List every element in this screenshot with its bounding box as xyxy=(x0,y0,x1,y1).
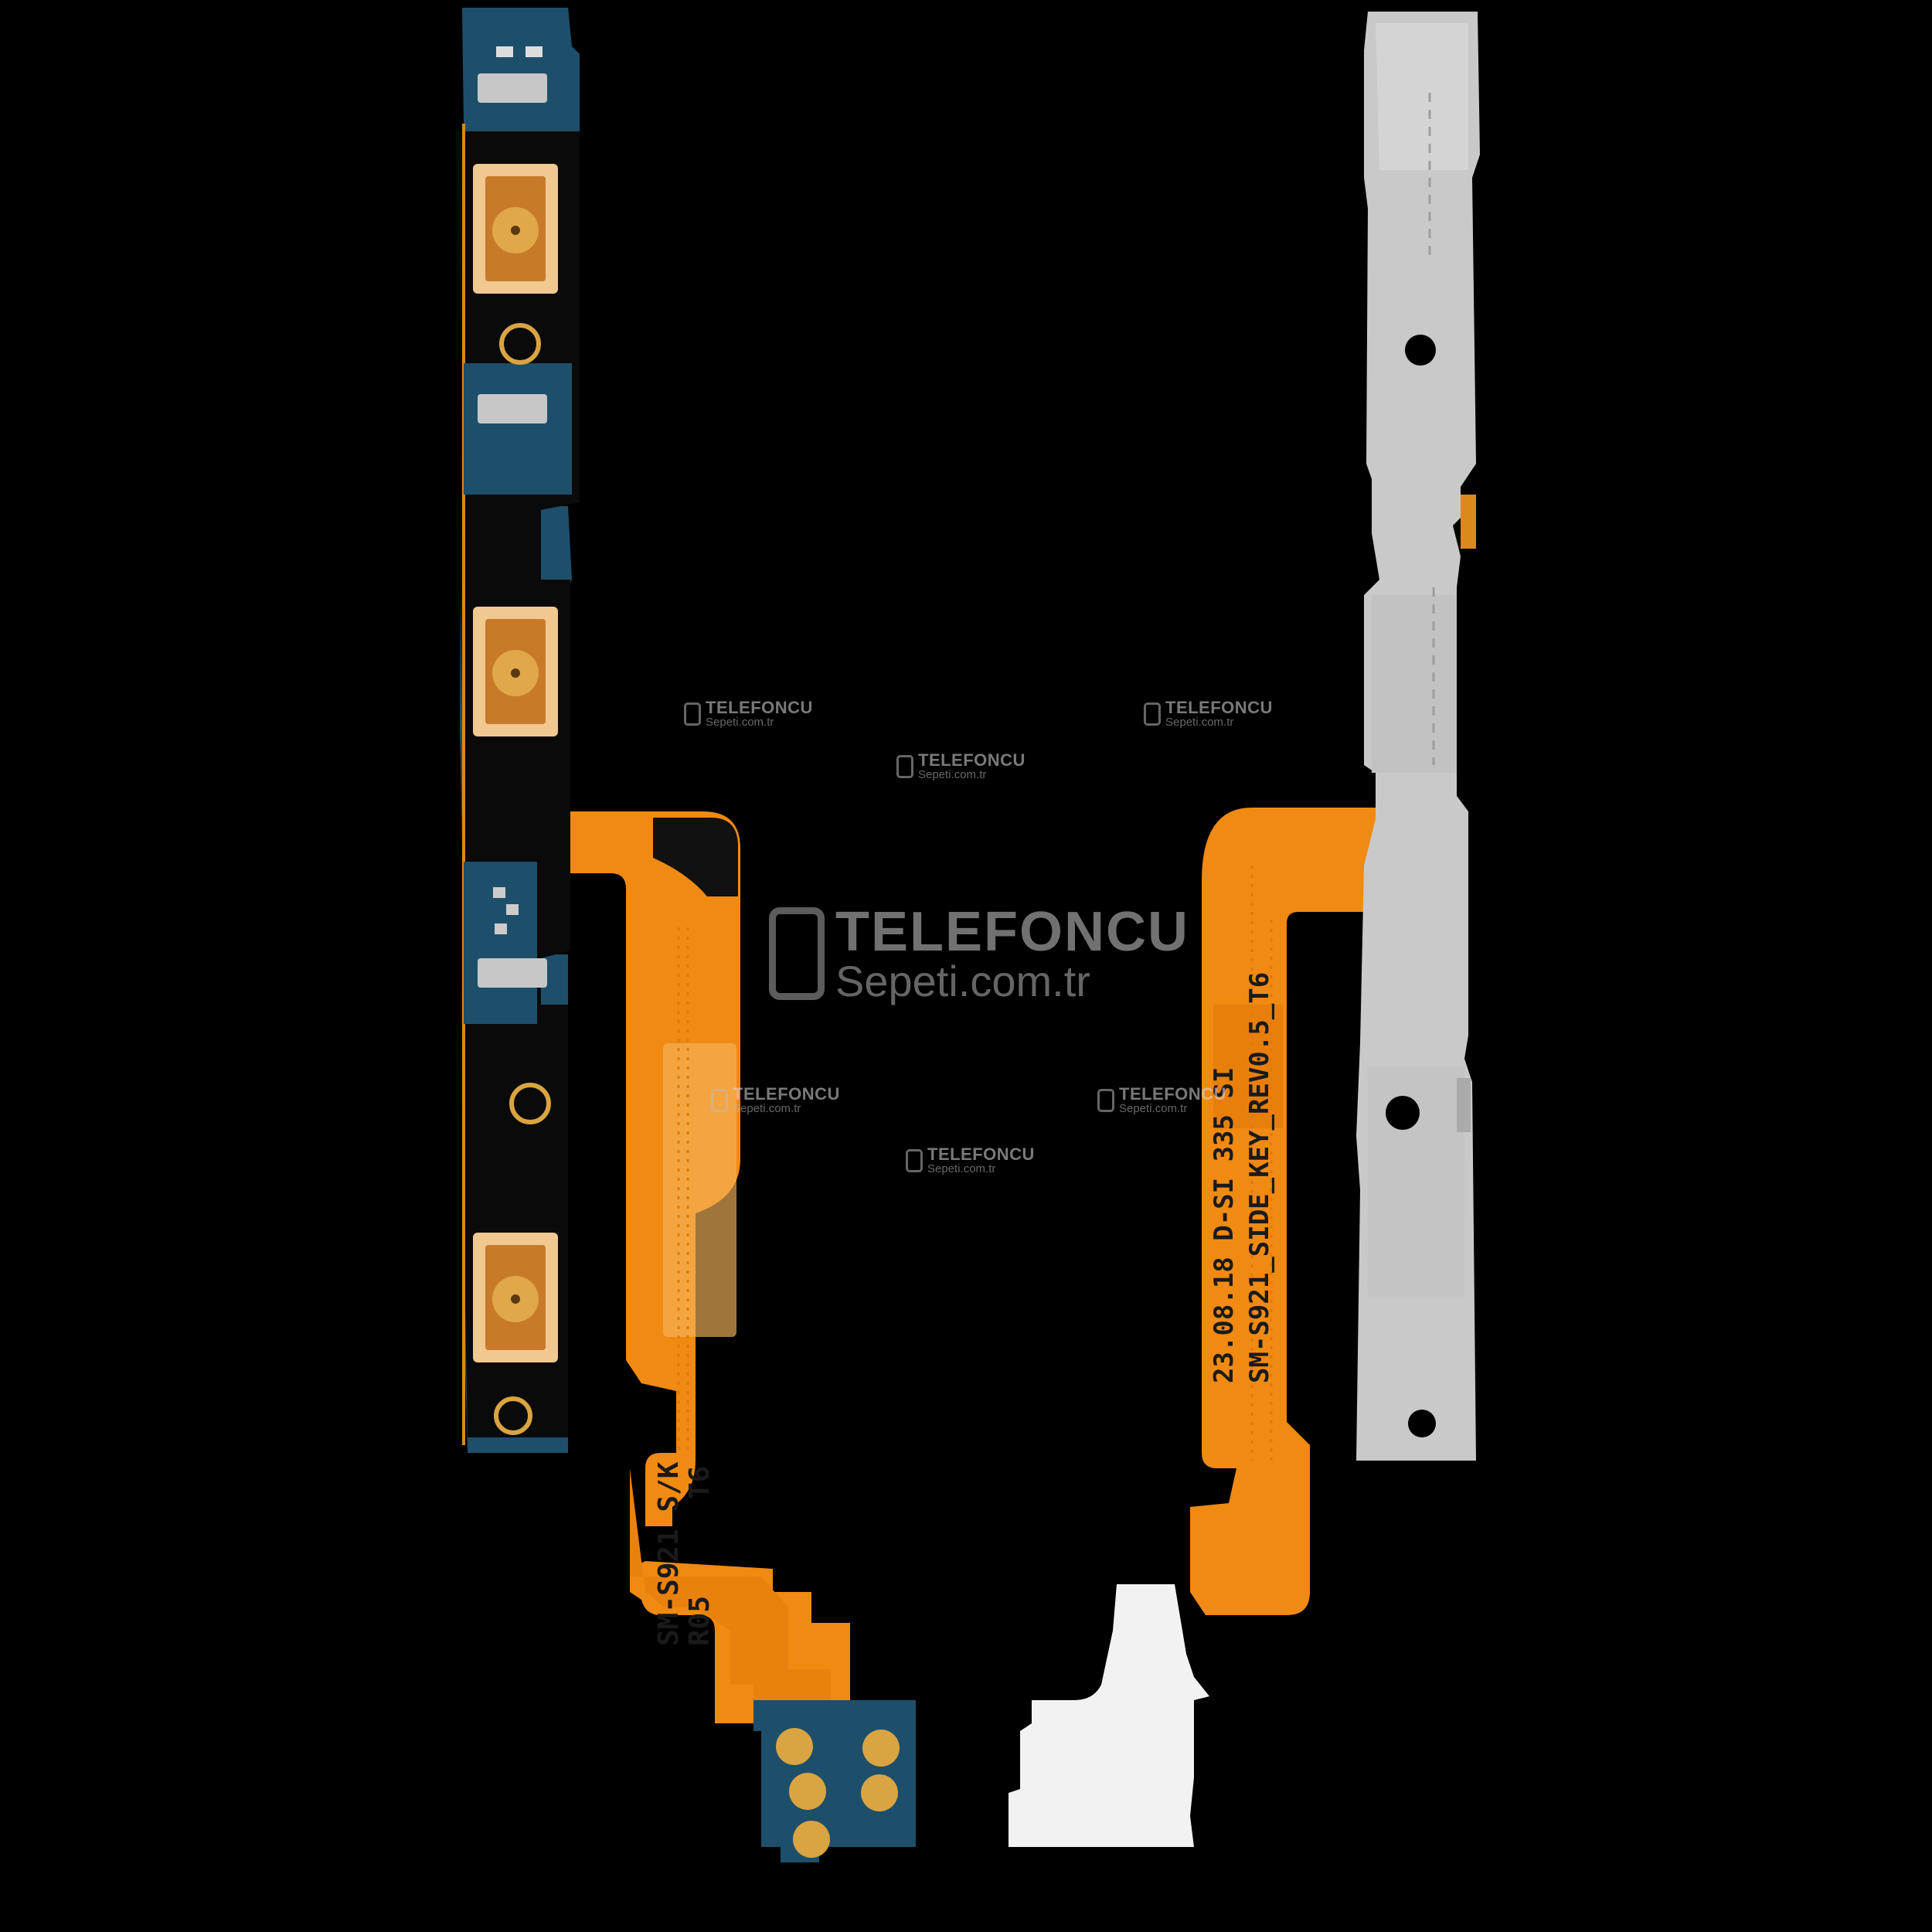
watermark-small-5: TELEFONCU Sepeti.com.tr xyxy=(1097,1086,1226,1114)
right-mount-hole-2 xyxy=(1386,1096,1420,1130)
watermark-main-brand: TELEFONCU xyxy=(835,901,1189,963)
left-orange-ribbon xyxy=(537,811,850,1723)
right-steel-bracket xyxy=(1356,12,1480,1461)
right-orange-ribbon xyxy=(1190,808,1406,1615)
contact-pad-1 xyxy=(776,1728,813,1765)
right-flex-cable: 23.08.18 D-SI 335 SI SM-S921_SIDE_KEY_RE… xyxy=(1009,12,1480,1847)
left-mount-hole-1 xyxy=(499,323,541,365)
watermark-brand: TELEFONCU xyxy=(927,1145,1035,1164)
left-silk-rev: R05 xyxy=(684,1596,716,1646)
left-tact-switch-3 xyxy=(473,1233,558,1362)
watermark-domain: Sepeti.com.tr xyxy=(1119,1102,1188,1115)
left-smd-components xyxy=(478,46,547,988)
right-silkscreen: 23.08.18 D-SI 335 SI SM-S921_SIDE_KEY_RE… xyxy=(1209,972,1275,1383)
watermark-main-domain: Sepeti.com.tr xyxy=(835,957,1090,1005)
watermark-brand: TELEFONCU xyxy=(1119,1084,1226,1104)
left-silk-model: SM-S921 S/K xyxy=(653,1461,685,1646)
watermark-phone-icon xyxy=(896,754,913,778)
watermark-brand: TELEFONCU xyxy=(733,1084,840,1104)
watermark-phone-icon xyxy=(1144,702,1161,726)
right-silk-date: 23.08.18 D-SI 335 SI xyxy=(1209,1067,1240,1383)
left-silk-code: T6 xyxy=(684,1466,716,1499)
right-white-pad xyxy=(1009,1584,1209,1847)
watermark-small-1: TELEFONCU Sepeti.com.tr xyxy=(684,699,813,728)
watermark-domain: Sepeti.com.tr xyxy=(918,768,987,781)
watermark-main-phone-icon xyxy=(769,907,825,1000)
left-contact-pad-board xyxy=(753,1700,916,1862)
watermark-small-4: TELEFONCU Sepeti.com.tr xyxy=(711,1086,840,1114)
right-mount-hole-3 xyxy=(1408,1410,1436,1437)
left-tact-switch-2 xyxy=(473,607,558,736)
watermark-domain: Sepeti.com.tr xyxy=(706,716,774,729)
left-flex-cable: SM-S921 S/K R05 T6 xyxy=(456,8,916,1862)
right-silk-model: SM-S921_SIDE_KEY_REV0.5_T6 xyxy=(1244,972,1275,1383)
watermark-domain: Sepeti.com.tr xyxy=(1165,716,1234,729)
watermark-domain: Sepeti.com.tr xyxy=(733,1102,801,1115)
watermark-phone-icon xyxy=(684,702,701,726)
contact-pad-2 xyxy=(862,1730,900,1767)
watermark-brand: TELEFONCU xyxy=(918,750,1026,770)
watermark-phone-icon xyxy=(711,1088,728,1112)
watermark-small-2: TELEFONCU Sepeti.com.tr xyxy=(1144,699,1273,728)
watermark-brand: TELEFONCU xyxy=(706,698,813,717)
left-mount-hole-2 xyxy=(509,1083,551,1124)
contact-pad-5 xyxy=(793,1821,830,1858)
watermark-phone-icon xyxy=(1097,1088,1114,1112)
left-tact-switch-1 xyxy=(473,164,558,294)
watermark-phone-icon xyxy=(906,1148,923,1172)
watermark-small-6: TELEFONCU Sepeti.com.tr xyxy=(906,1146,1035,1175)
watermark-main: TELEFONCU Sepeti.com.tr xyxy=(769,904,1189,1003)
contact-pad-4 xyxy=(861,1774,898,1811)
watermark-small-3: TELEFONCU Sepeti.com.tr xyxy=(896,752,1026,781)
watermark-brand: TELEFONCU xyxy=(1165,698,1273,717)
contact-pad-3 xyxy=(789,1773,826,1810)
left-mount-hole-3 xyxy=(494,1396,532,1435)
left-silkscreen: SM-S921 S/K R05 T6 xyxy=(653,1461,716,1646)
right-mount-hole-1 xyxy=(1405,335,1436,366)
watermark-domain: Sepeti.com.tr xyxy=(927,1162,996,1175)
